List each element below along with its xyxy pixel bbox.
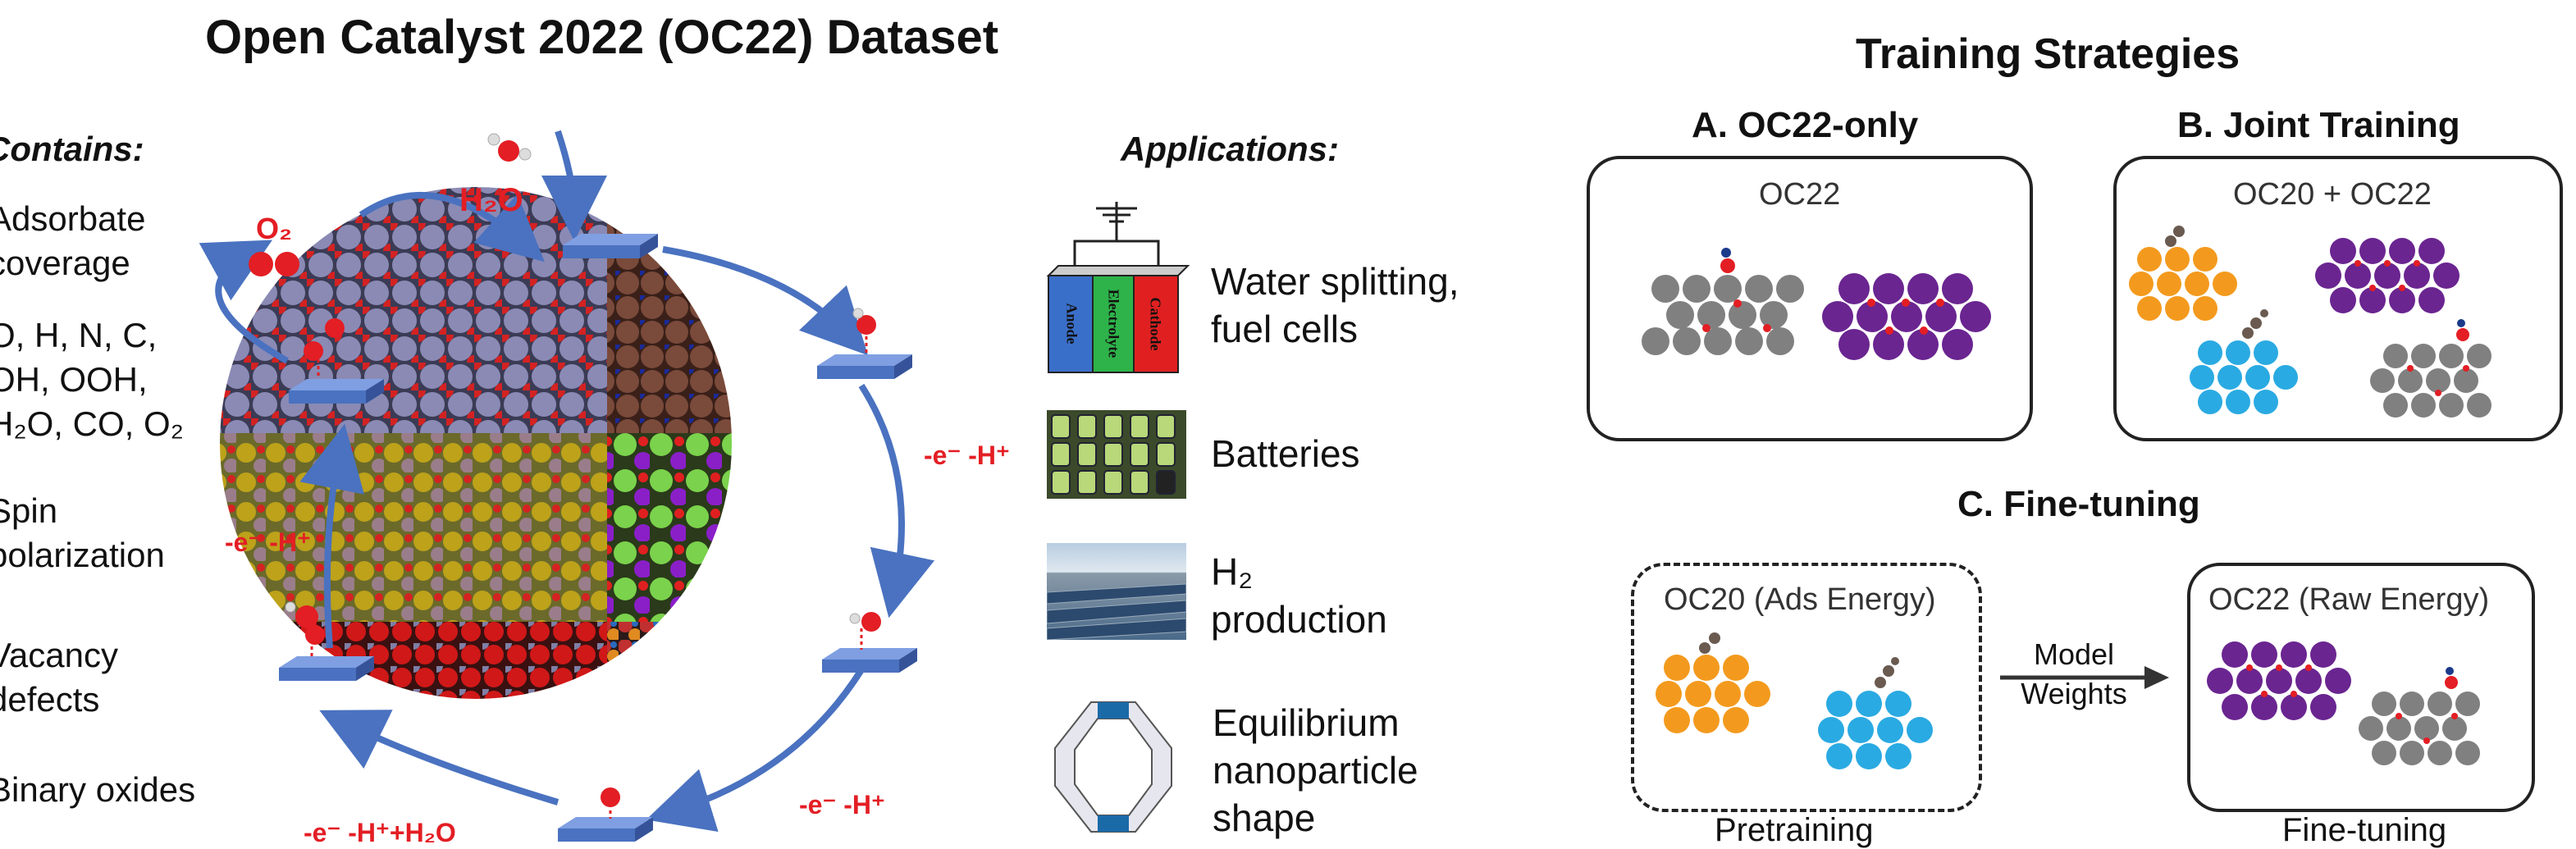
finetuning-caption: Fine-tuning bbox=[2282, 812, 2447, 848]
contains-heading: Contains: bbox=[0, 130, 144, 168]
pretraining-box: OC20 (Ads Energy) bbox=[1631, 563, 1982, 812]
finetuning-box-label: OC22 (Raw Energy) bbox=[2208, 582, 2490, 617]
step-label-right-upper: -e⁻ -H⁺ bbox=[924, 440, 1010, 470]
purple-slab-cluster bbox=[1822, 273, 1991, 360]
nanoparticle-hexagon-icon bbox=[1052, 699, 1175, 835]
model-weights-arrow bbox=[2000, 666, 2169, 689]
pretraining-box-label: OC20 (Ads Energy) bbox=[1664, 582, 1936, 617]
contains-item-binary-oxides: Binary oxides bbox=[0, 770, 196, 809]
electrochemical-cell-icon: Anode Electrolyte Cathode bbox=[1046, 197, 1190, 377]
finetuning-box: OC22 (Raw Energy) bbox=[2187, 563, 2535, 812]
solar-panel-photo bbox=[1047, 543, 1186, 640]
h2o-label: H₂O bbox=[459, 182, 523, 218]
application-nanoparticle-shape: Equilibrium nanoparticle shape bbox=[1213, 701, 1418, 839]
cell-anode-label: Anode bbox=[1063, 303, 1080, 345]
contains-item-adsorbates: O, H, N, C, OH, OOH, H₂O, CO, O₂ bbox=[0, 316, 184, 443]
battery-array-photo bbox=[1047, 410, 1186, 499]
strategy-a-box-label: OC22 bbox=[1759, 177, 1841, 212]
strategy-a-title: A. OC22-only bbox=[1692, 105, 1919, 145]
step-label-left: -e⁻ -H⁺ bbox=[225, 527, 311, 557]
step-label-bottom: -e⁻ -H⁺+H₂O bbox=[304, 818, 456, 847]
o2-label: O₂ bbox=[256, 212, 292, 245]
training-strategies-title: Training Strategies bbox=[1856, 30, 2240, 78]
strategy-b-box: OC20 + OC22 bbox=[2113, 156, 2563, 441]
catalytic-cycle bbox=[199, 130, 935, 842]
cell-electrolyte-label: Electrolyte bbox=[1105, 289, 1122, 358]
surface-slabs bbox=[279, 234, 917, 842]
contains-item-vacancy: Vacancy defects bbox=[0, 636, 118, 719]
cell-cathode-label: Cathode bbox=[1147, 297, 1164, 351]
contains-item-spin: Spin polarization bbox=[0, 491, 165, 574]
strategy-a-box: OC22 bbox=[1587, 156, 2033, 441]
adsorbate-molecules bbox=[249, 133, 881, 819]
model-weights-label: Model Weights bbox=[2021, 637, 2127, 710]
application-batteries: Batteries bbox=[1211, 432, 1360, 475]
dataset-title: Open Catalyst 2022 (OC22) Dataset bbox=[205, 11, 999, 64]
strategy-c-title: C. Fine-tuning bbox=[1957, 484, 2200, 524]
gray-slab-cluster bbox=[1642, 275, 1804, 355]
step-label-right-lower: -e⁻ -H⁺ bbox=[799, 790, 885, 819]
pretraining-caption: Pretraining bbox=[1715, 812, 1874, 848]
application-water-splitting: Water splitting, fuel cells bbox=[1211, 260, 1459, 350]
strategy-b-title: B. Joint Training bbox=[2177, 105, 2460, 145]
cycle-arrows bbox=[199, 130, 935, 833]
application-h2-production: H₂ production bbox=[1211, 550, 1387, 641]
applications-heading: Applications: bbox=[1121, 130, 1340, 168]
contains-item-coverage: Adsorbate coverage bbox=[0, 199, 146, 282]
strategy-b-box-label: OC20 + OC22 bbox=[2233, 177, 2432, 212]
